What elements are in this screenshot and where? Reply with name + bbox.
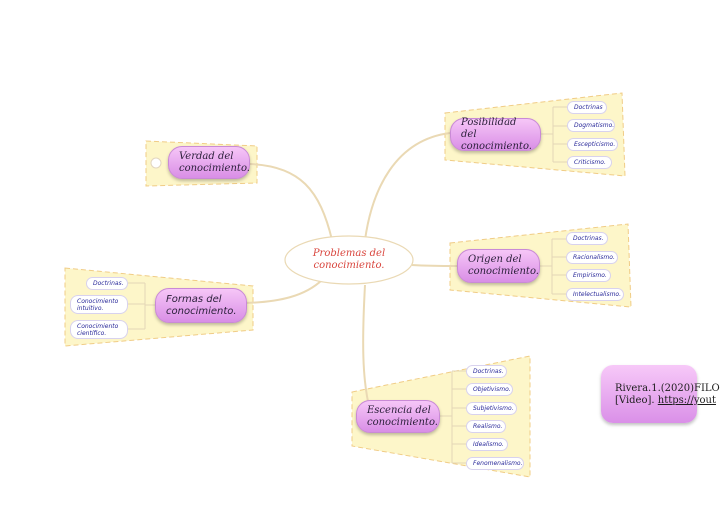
subtopic-escepticismo[interactable]: Escepticismo.	[567, 138, 618, 151]
subline-origen	[540, 238, 566, 295]
subtopic-criticismo[interactable]: Criticismo.	[567, 156, 612, 169]
citation-link[interactable]: https://yout	[657, 395, 717, 406]
topic-esencia[interactable]: Escencia del conocimiento.	[356, 400, 440, 433]
subtopic-objetivismo[interactable]: Objetivismo.	[466, 383, 513, 396]
subtopic-doctrinas[interactable]: Doctrinas.	[466, 365, 507, 378]
subtopic-fenomenalismo[interactable]: Fenomenalismo.	[466, 457, 524, 470]
subtopic-subjetivismo[interactable]: Subjetivismo.	[466, 402, 517, 415]
subtopic-doctrinas[interactable]: Doctrinas	[567, 101, 607, 114]
citation-line-2: [Video]. https://yout	[615, 395, 716, 407]
subtopic-dogmatismo[interactable]: Dogmatismo.	[567, 119, 615, 132]
central-topic[interactable]: Problemas del conocimiento.	[312, 248, 386, 271]
central-topic-shape	[284, 235, 414, 285]
subtopic-conocimiento-cientifico[interactable]: Conocimiento científico.	[70, 320, 128, 339]
subtopic-doctrinas[interactable]: Doctrinas.	[566, 232, 608, 245]
collapse-toggle-icon[interactable]	[150, 157, 162, 169]
citation-note[interactable]: Rivera.1.(2020)FILO [Video]. https://you…	[601, 365, 720, 423]
link-posibilidad	[364, 132, 451, 241]
subtopic-intelectualismo[interactable]: Intelectualismo.	[566, 288, 624, 301]
subline-esencia	[440, 370, 466, 464]
topic-origen[interactable]: Origen del conocimiento.	[457, 249, 540, 283]
subtopic-idealismo[interactable]: Idealismo.	[466, 438, 508, 451]
topic-posibilidad[interactable]: Posibilidad del conocimiento.	[450, 117, 541, 152]
topic-formas[interactable]: Formas del conocimiento.	[155, 288, 247, 323]
citation-text: Rivera.1.(2020)FILO	[615, 383, 720, 394]
subtopic-conocimiento-intuitivo[interactable]: Conocimiento intuitivo.	[70, 295, 128, 314]
topic-verdad[interactable]: Verdad del conocimiento.	[168, 146, 250, 179]
subtopic-realismo[interactable]: Realismo.	[466, 420, 506, 433]
link-origen	[411, 264, 458, 267]
subline-posibilidad	[540, 106, 567, 163]
link-esencia	[362, 284, 371, 411]
subtopic-empirismo[interactable]: Empirismo.	[566, 269, 611, 282]
subline-formas	[128, 282, 155, 330]
subtopic-doctrinas[interactable]: Doctrinas.	[86, 277, 128, 290]
link-verdad	[249, 163, 333, 241]
link-formas	[244, 279, 323, 304]
citation-video: [Video].	[615, 395, 655, 406]
mind-map-canvas: Problemas del conocimiento. Posibilidad …	[64, 92, 720, 478]
subtopic-racionalismo[interactable]: Racionalismo.	[566, 251, 618, 264]
